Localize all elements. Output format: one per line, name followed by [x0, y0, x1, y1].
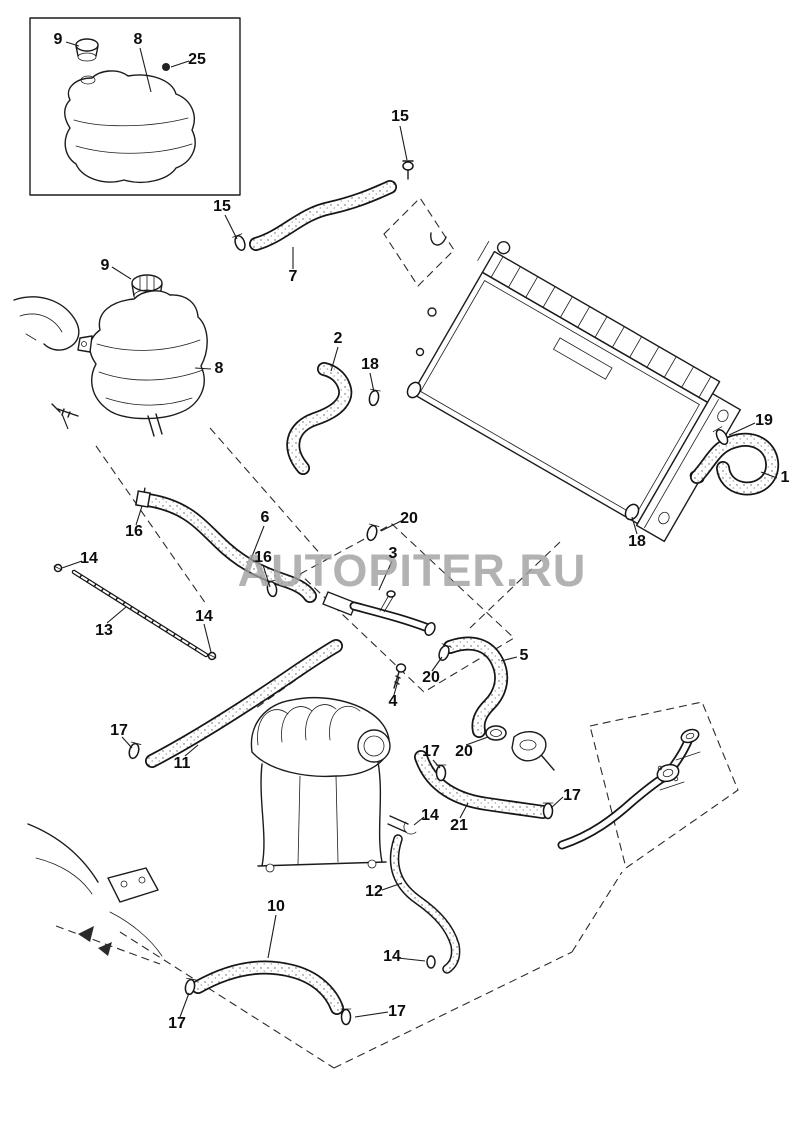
inset-expansion-tank [29, 17, 241, 196]
callout-9-inset-cap: 9 [53, 31, 63, 48]
callout-15-bolt: 15 [391, 108, 409, 125]
callout-11-hose: 11 [173, 755, 191, 772]
callout-20-clamp-b: 20 [422, 669, 440, 686]
hose-12 [389, 834, 461, 974]
bottom-left-sketch [27, 823, 163, 957]
callout-2-hose: 2 [333, 330, 343, 347]
hose-2 [286, 362, 381, 475]
callout-15-clamp: 15 [213, 198, 231, 215]
callout-3-pipe: 3 [388, 545, 398, 562]
hose-5 [438, 636, 555, 771]
watermark: AUTOPITER.RU [237, 545, 587, 596]
callout-17-clamp-a: 17 [110, 722, 128, 739]
pipe-3 [322, 523, 436, 689]
callout-17-clamp-d: 17 [168, 1015, 186, 1032]
callout-17-clamp-e: 17 [388, 1003, 406, 1020]
expansion-tank [51, 274, 208, 437]
callout-6-hose: 6 [260, 509, 270, 526]
callout-14-bolt-a: 14 [80, 550, 98, 567]
callout-1-hose: 1 [780, 469, 790, 486]
callout-7-hose: 7 [288, 268, 298, 285]
callout-8-tank: 8 [214, 360, 224, 377]
callout-20-clamp-a: 20 [400, 510, 418, 527]
callout-14-clip: 14 [421, 807, 439, 824]
callout-21-hose: 21 [450, 817, 468, 834]
callout-17-clamp-c: 17 [563, 787, 581, 804]
callout-9-cap: 9 [100, 257, 110, 274]
hose-7 [232, 160, 414, 251]
rod-13 [53, 563, 217, 661]
fender-sketch [13, 296, 80, 351]
hose-21 [414, 750, 554, 820]
hose-1 [690, 426, 780, 496]
leader-lines [61, 41, 778, 1018]
hose-10 [184, 960, 352, 1026]
callout-5-hose: 5 [519, 647, 529, 664]
callout-16-clamp-b: 16 [254, 549, 272, 566]
callout-8-inset-screw: 8 [133, 31, 143, 48]
callout-20-ring: 20 [455, 743, 473, 760]
radiator [406, 232, 741, 543]
callout-14-clamp-d: 14 [383, 948, 401, 965]
callout-25-nut: 25 [188, 51, 206, 68]
callout-4-bolt: 4 [388, 693, 398, 710]
callout-17-clamp-b: 17 [422, 743, 440, 760]
callout-16-clamp-a: 16 [125, 523, 143, 540]
callout-19-clamp: 19 [755, 412, 773, 429]
engine-manifold-sketch [250, 697, 417, 873]
callout-14-bolt-b: 14 [195, 608, 213, 625]
callout-13-rod: 13 [95, 622, 113, 639]
callout-18-lower-clamp: 18 [628, 533, 646, 550]
callout-10-hose: 10 [267, 898, 285, 915]
hose-11 [128, 639, 343, 768]
outlet-pipe-bracket [557, 728, 701, 850]
callout-18-upper-clamp: 18 [361, 356, 379, 373]
callout-12-hose: 12 [365, 883, 383, 900]
